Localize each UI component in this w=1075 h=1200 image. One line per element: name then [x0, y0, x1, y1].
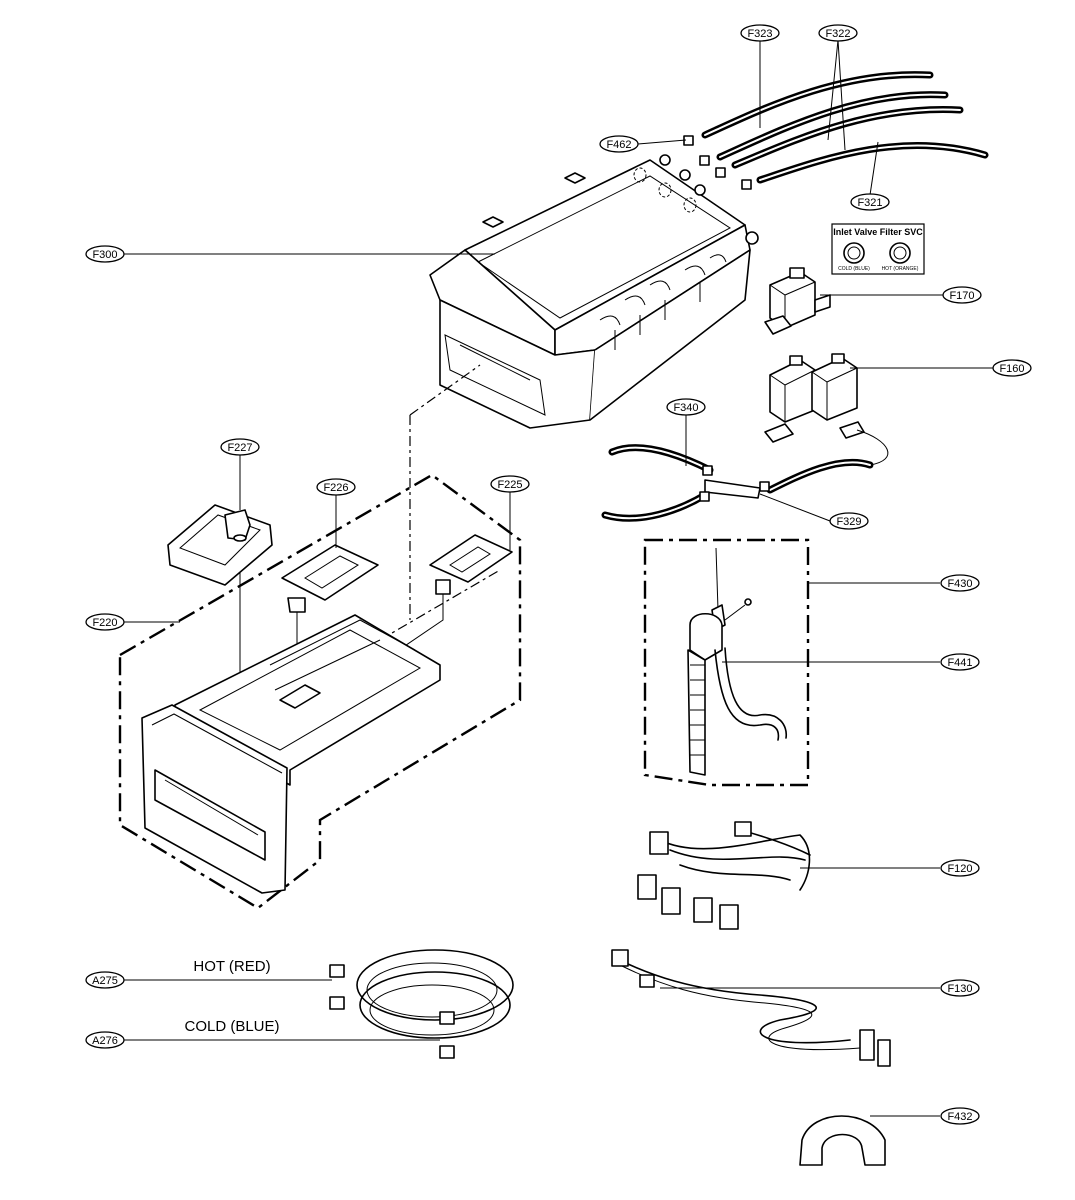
svg-text:F462: F462: [606, 139, 631, 151]
inlet-valve-filter-box: Inlet Valve Filter SVC COLD (BLUE) HOT (…: [831, 223, 925, 275]
filter-hot-label: HOT (ORANGE): [882, 266, 919, 272]
dispenser-housing: [429, 154, 759, 429]
callout-f430: F430: [940, 574, 980, 592]
svg-text:F432: F432: [947, 1111, 972, 1123]
filter-box-title: Inlet Valve Filter SVC: [833, 227, 923, 237]
svg-text:A275: A275: [92, 975, 118, 987]
cold-blue-label: COLD (BLUE): [184, 1018, 279, 1035]
filter-cold-label: COLD (BLUE): [838, 266, 870, 272]
callout-f226: F226: [316, 478, 356, 496]
callout-f321: F321: [850, 193, 890, 211]
hose-clip-f432: [799, 1115, 886, 1166]
dispenser-drawer-group: [118, 364, 522, 910]
svg-text:F225: F225: [497, 479, 522, 491]
svg-text:F160: F160: [999, 363, 1024, 375]
callout-f120: F120: [940, 859, 980, 877]
svg-text:F220: F220: [92, 617, 117, 629]
drain-hose-group: [643, 538, 810, 787]
svg-text:F170: F170: [949, 290, 974, 302]
callout-f227: F227: [220, 438, 260, 456]
svg-text:F321: F321: [857, 197, 882, 209]
callout-f329: F329: [829, 512, 869, 530]
double-water-valve: [764, 353, 889, 466]
callout-a275: A275: [85, 971, 125, 989]
wire-harness-f120: [637, 821, 811, 930]
callout-f432: F432: [940, 1107, 980, 1125]
svg-text:F323: F323: [747, 28, 772, 40]
svg-text:F340: F340: [673, 402, 698, 414]
callout-f225: F225: [490, 475, 530, 493]
svg-text:F329: F329: [836, 516, 861, 528]
wire-harness-f130: [611, 949, 891, 1067]
svg-text:F120: F120: [947, 863, 972, 875]
callout-f160: F160: [992, 359, 1032, 377]
hot-red-label: HOT (RED): [193, 958, 270, 975]
callout-f220: F220: [85, 613, 125, 631]
leader-lines: [124, 39, 993, 1117]
svg-text:F227: F227: [227, 442, 252, 454]
water-supply-hoses: [329, 949, 514, 1059]
callout-f170: F170: [942, 286, 982, 304]
single-water-valve: [764, 267, 831, 335]
svg-text:F226: F226: [323, 482, 348, 494]
callout-f322: F322: [818, 24, 858, 42]
svg-text:F130: F130: [947, 983, 972, 995]
svg-text:F322: F322: [825, 28, 850, 40]
callout-f340: F340: [666, 398, 706, 416]
callout-f300: F300: [85, 245, 125, 263]
callout-f323: F323: [740, 24, 780, 42]
callout-f462: F462: [599, 135, 639, 153]
callout-f441: F441: [940, 653, 980, 671]
inlet-hoses: [683, 71, 989, 190]
svg-text:F441: F441: [947, 657, 972, 669]
svg-text:A276: A276: [92, 1035, 118, 1047]
svg-text:F430: F430: [947, 578, 972, 590]
callout-a276: A276: [85, 1031, 125, 1049]
svg-text:F300: F300: [92, 249, 117, 261]
valve-hose-assembly: [601, 444, 874, 522]
callout-f130: F130: [940, 979, 980, 997]
